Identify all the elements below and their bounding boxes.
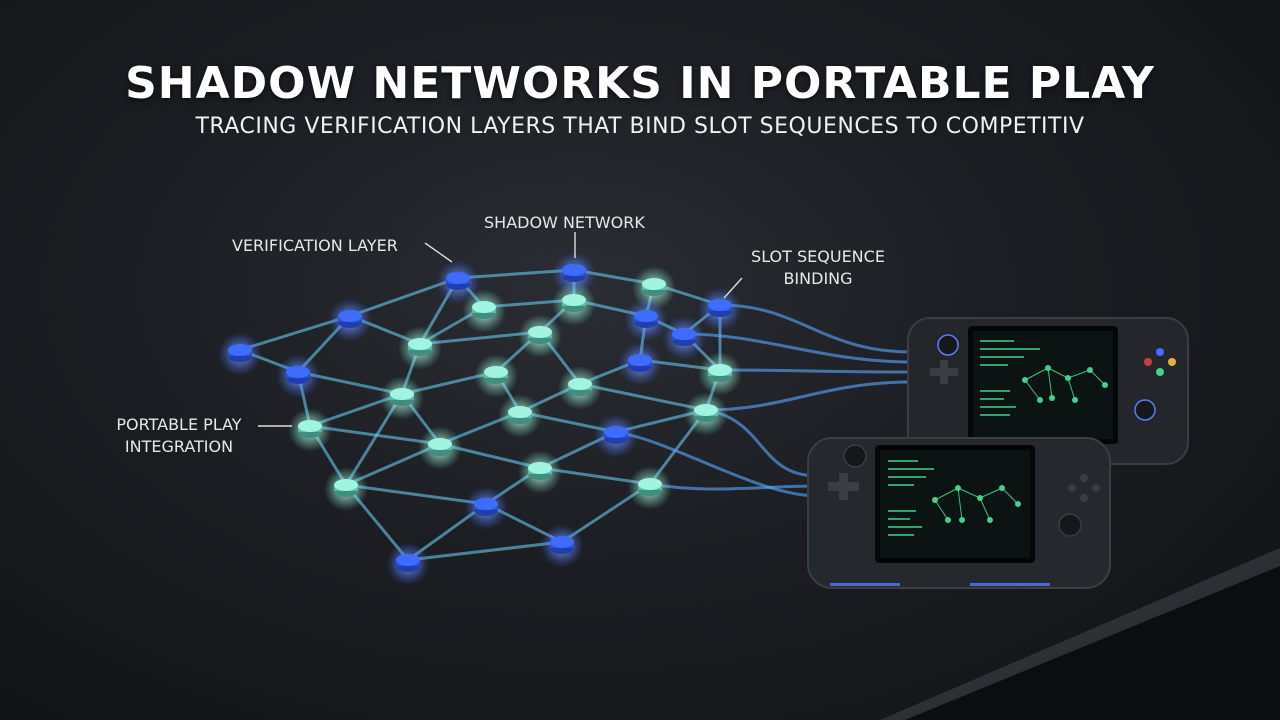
- device-cable: [649, 482, 819, 491]
- network-node: [324, 467, 368, 511]
- network-node: [474, 354, 518, 398]
- network-node: [398, 326, 442, 370]
- device-cables: [615, 303, 913, 498]
- page-title: SHADOW NETWORKS IN PORTABLE PLAY: [125, 58, 1155, 109]
- label-verification-layer: VERIFICATION LAYER: [232, 236, 398, 255]
- network-node: [418, 426, 462, 470]
- network-node: [698, 287, 742, 331]
- network-node: [328, 298, 372, 342]
- network-node: [618, 342, 662, 386]
- network-node: [218, 332, 262, 376]
- device-cable: [719, 303, 913, 354]
- label-portable-play-line2: INTEGRATION: [124, 437, 234, 456]
- joystick-icon: [1134, 399, 1156, 421]
- network-node: [276, 354, 320, 398]
- desk-edge-highlight: [880, 548, 1280, 720]
- network-node: [684, 392, 728, 436]
- label-slot-sequence-line1: SLOT SEQUENCE: [751, 247, 885, 266]
- network-link: [344, 483, 488, 506]
- network-node: [518, 450, 562, 494]
- network-node: [552, 282, 596, 326]
- network-node: [380, 376, 424, 420]
- device-cable: [705, 380, 913, 412]
- label-slot-sequence-line2: BINDING: [783, 269, 853, 288]
- label-slot-sequence: SLOT SEQUENCE BINDING: [738, 246, 898, 290]
- network-node: [594, 414, 638, 458]
- device-cable: [615, 430, 819, 498]
- network-node: [518, 314, 562, 358]
- dpad-icon: [930, 360, 958, 384]
- network-node: [540, 524, 584, 568]
- network-node: [498, 394, 542, 438]
- joystick-icon: [937, 334, 959, 356]
- network-node: [624, 298, 668, 342]
- network-node: [464, 486, 508, 530]
- device-cable: [683, 332, 913, 364]
- page-subtitle: TRACING VERIFICATION LAYERS THAT BIND SL…: [195, 114, 1085, 139]
- leader-slot: [723, 277, 743, 299]
- handheld-console-front: [807, 437, 1111, 589]
- joystick-icon: [1058, 513, 1082, 537]
- label-shadow-network: SHADOW NETWORK: [484, 213, 645, 232]
- joystick-icon: [843, 444, 867, 468]
- network-link: [406, 540, 564, 562]
- label-portable-play: PORTABLE PLAY INTEGRATION: [104, 414, 254, 458]
- label-portable-play-line1: PORTABLE PLAY: [116, 415, 242, 434]
- network-node: [462, 289, 506, 333]
- network-node: [698, 352, 742, 396]
- network-node: [386, 542, 430, 586]
- network-node: [288, 408, 332, 452]
- leader-verification: [424, 242, 453, 263]
- network-node: [628, 466, 672, 510]
- dpad-icon: [828, 473, 859, 500]
- device-cable: [719, 368, 913, 374]
- network-nodes: [218, 252, 742, 586]
- handheld-console-back: [907, 317, 1189, 465]
- network-node: [436, 260, 480, 304]
- network-node: [558, 366, 602, 410]
- network-node: [662, 316, 706, 360]
